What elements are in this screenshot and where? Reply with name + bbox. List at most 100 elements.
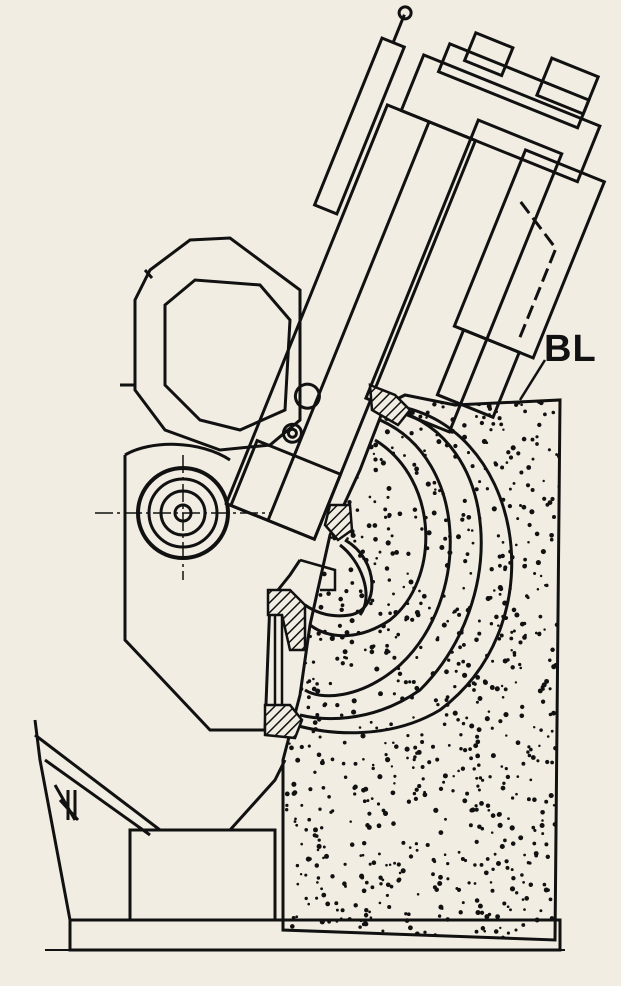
- stipple-dot: [462, 747, 468, 753]
- stipple-dot: [489, 428, 493, 432]
- stipple-dot: [299, 515, 305, 521]
- stipple-dot: [379, 882, 383, 886]
- stipple-dot: [532, 797, 537, 802]
- stipple-dot: [304, 828, 309, 832]
- stipple-dot: [456, 661, 461, 666]
- stipple-dot: [320, 449, 324, 453]
- stipple-dot: [414, 609, 420, 616]
- stipple-dot: [307, 902, 311, 906]
- stipple-dot: [497, 812, 502, 817]
- stipple-dot: [358, 726, 362, 729]
- stipple-dot: [505, 734, 508, 737]
- stipple-dot: [541, 819, 544, 822]
- stipple-dot: [462, 423, 467, 428]
- stipple-dot: [390, 765, 394, 768]
- stipple-dot: [304, 896, 308, 901]
- stipple-dot: [446, 619, 450, 623]
- column-assembly: [224, 5, 607, 542]
- stipple-dot: [475, 700, 479, 704]
- stipple-dot: [355, 508, 360, 512]
- stipple-dot: [441, 405, 445, 409]
- stipple-dot: [308, 492, 312, 496]
- stipple-dot: [419, 645, 423, 650]
- stipple-dot: [402, 585, 406, 589]
- stipple-dot: [512, 629, 516, 633]
- stipple-dot: [339, 607, 344, 613]
- stipple-dot: [297, 504, 302, 508]
- stipple-dot: [551, 664, 557, 670]
- stipple-dot: [373, 457, 378, 462]
- stipple-dot: [406, 551, 411, 556]
- stipple-dot: [549, 916, 554, 921]
- stipple-dot: [401, 840, 406, 845]
- material-bank-label: BL: [544, 328, 597, 370]
- stipple-dot: [491, 867, 495, 872]
- stipple-dot: [503, 712, 509, 718]
- stipple-dot: [337, 623, 342, 628]
- stipple-dot: [358, 452, 364, 458]
- stipple-dot: [436, 636, 440, 640]
- stipple-dot: [477, 903, 483, 909]
- stipple-dot: [348, 567, 354, 573]
- stipple-dot: [515, 891, 519, 895]
- stipple-dot: [446, 861, 450, 866]
- stipple-dot: [466, 662, 471, 668]
- stipple-dot: [378, 629, 382, 634]
- stipple-dot: [444, 669, 449, 675]
- stipple-dot: [330, 536, 333, 540]
- stipple-dot: [523, 557, 527, 562]
- base-plate: [45, 918, 565, 952]
- stipple-dot: [408, 846, 412, 849]
- stipple-dot: [342, 740, 347, 745]
- stipple-dot: [377, 774, 383, 780]
- stipple-dot: [410, 617, 415, 622]
- guide-rails: [273, 558, 337, 705]
- stipple-dot: [291, 915, 296, 920]
- stipple-dot: [540, 549, 546, 555]
- stipple-dot: [460, 766, 466, 771]
- cutter-bits: [263, 383, 412, 740]
- stipple-dot: [534, 853, 539, 858]
- stipple-dot: [548, 687, 552, 691]
- stipple-dot: [420, 740, 425, 744]
- stipple-dot: [499, 422, 504, 427]
- stipple-dot: [385, 643, 389, 648]
- stipple-dot: [321, 571, 327, 577]
- stipple-dot: [490, 726, 494, 730]
- stipple-dot: [509, 825, 515, 831]
- stipple-dot: [416, 932, 420, 936]
- stipple-dot: [394, 744, 399, 749]
- stipple-dot: [288, 667, 292, 671]
- stipple-dot: [557, 809, 560, 813]
- stipple-dot: [502, 428, 505, 431]
- stipple-dot: [491, 421, 496, 426]
- stipple-dot: [454, 669, 458, 673]
- stipple-dot: [533, 828, 537, 832]
- stipple-dot: [340, 603, 345, 608]
- stipple-dot: [456, 887, 462, 892]
- stipple-dot: [391, 821, 396, 826]
- stipple-dot: [355, 441, 360, 446]
- stipple-dot: [355, 402, 359, 406]
- stipple-dot: [355, 420, 359, 424]
- lower-frame: [33, 442, 302, 922]
- stipple-dot: [432, 480, 437, 485]
- stipple-dot: [351, 935, 357, 940]
- stipple-dot: [484, 914, 490, 920]
- stipple-dot: [319, 637, 323, 641]
- stipple-dot: [506, 905, 510, 909]
- stipple-dot: [373, 562, 377, 566]
- stipple-dot: [321, 542, 327, 548]
- stipple-dot: [516, 775, 520, 778]
- stipple-dot: [489, 621, 494, 626]
- stipple-dot: [425, 481, 431, 487]
- stipple-dot: [527, 753, 532, 758]
- stipple-dot: [344, 589, 349, 594]
- stipple-dot: [414, 842, 419, 846]
- stipple-dot: [466, 451, 471, 455]
- stipple-dot: [510, 665, 515, 670]
- stipple-dot: [369, 720, 373, 724]
- stipple-dot: [412, 462, 417, 467]
- stipple-dot: [316, 848, 320, 852]
